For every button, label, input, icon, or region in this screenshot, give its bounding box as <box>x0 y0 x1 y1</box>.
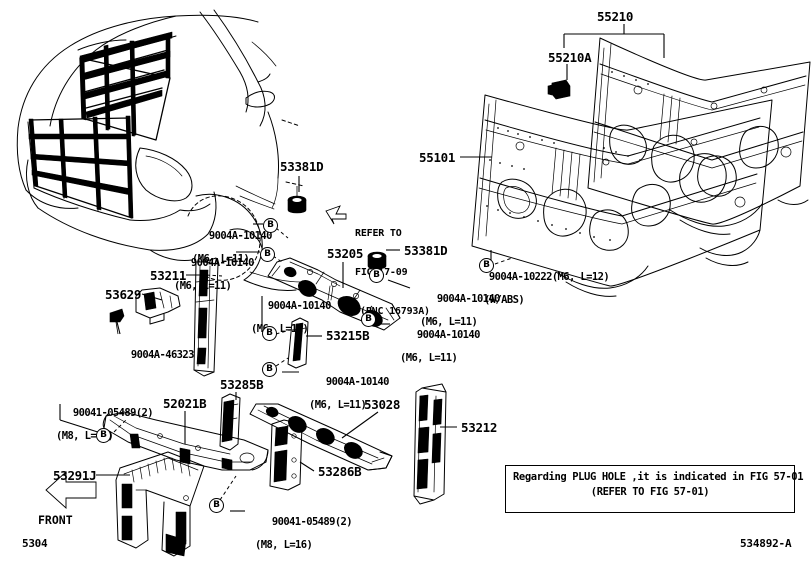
part-53381D-artwork-top <box>287 186 307 214</box>
callout-53028: 53028 <box>364 397 401 412</box>
refer-line2: FIG 17-09 <box>355 267 408 278</box>
part-55210A-artwork <box>547 79 571 100</box>
front-arrow-icon <box>45 470 97 510</box>
bolt-spec: (M8, L=16) <box>255 539 313 552</box>
part-53285B-artwork <box>219 393 241 451</box>
bolt-label-7: 9004A-10140 (M6, L=11) <box>303 365 389 436</box>
bolt-marker-b: B <box>96 428 111 443</box>
bolt-marker-b: B <box>262 362 277 377</box>
callout-53381D-right: 53381D <box>404 243 448 258</box>
plug-hole-note-box: Regarding PLUG HOLE ,it is indicated in … <box>505 465 804 513</box>
bolt-code: 9004A-46323 <box>130 348 195 361</box>
note-line-1: Regarding PLUG HOLE ,it is indicated in … <box>513 471 804 483</box>
bolt-spec: (M6, L=11) <box>420 316 478 329</box>
bolt-label-3: 9004A-46323 <box>108 338 195 373</box>
bolt-code: 9004A-10140 <box>190 256 255 269</box>
front-direction-label: FRONT <box>38 513 73 527</box>
callout-53285B: 53285B <box>220 377 264 392</box>
bolt-marker-b: B <box>369 268 384 283</box>
figure-code-bottom-left: 5304 <box>22 537 48 550</box>
bolt-label-6: 9004A-10140 (M6, L=11) <box>245 289 331 360</box>
bolt-label-1: 9004A-10140 (M6, L=11) <box>186 219 272 290</box>
bolt-marker-b: B <box>479 258 494 273</box>
bolt-spec: (M6, L=11) <box>192 253 250 266</box>
bolt-marker-b: B <box>209 498 224 513</box>
part-53286B-artwork <box>269 419 303 491</box>
refer-arrow-pointer <box>325 205 347 225</box>
callout-52021B: 52021B <box>163 396 207 411</box>
bolt-label-5: 9004A-10140 (M6, L=11) <box>394 318 480 389</box>
vehicle-front-illustration <box>16 9 305 291</box>
parts-diagram-canvas: 53381D 53381D 53205 53211 53629 53215B 5… <box>16 9 811 557</box>
callout-55210A: 55210A <box>548 50 592 65</box>
bolt-code: 9004A-10140 <box>325 375 390 388</box>
callout-55101: 55101 <box>419 150 456 165</box>
part-53211-artwork <box>193 257 219 377</box>
bolt-code: 9004A-10140 <box>416 328 481 341</box>
callout-53215B: 53215B <box>326 328 370 343</box>
abs-bolt-code: 9004A-10222 <box>488 270 553 283</box>
callout-53381D-top: 53381D <box>280 159 324 174</box>
callout-53629: 53629 <box>105 287 142 302</box>
note-line-2: (REFER TO FIG 57-01) <box>590 486 710 498</box>
bolt-spec: (M6, L=11) <box>400 352 458 365</box>
part-9004A-46323-artwork <box>109 308 125 335</box>
callout-53211: 53211 <box>150 268 187 283</box>
abs-bolt-label: 9004A-10222(M6, L=12) (W/ABS) <box>466 260 610 331</box>
bolt-label-2: 9004A-10140 (M6, L=11) <box>168 246 254 317</box>
part-53205-artwork <box>267 257 401 331</box>
part-52021B-artwork <box>102 411 269 471</box>
refer-line3: (PNC 16793A) <box>360 306 430 317</box>
refer-to-note: REFER TO FIG 17-09 (PNC 16793A) <box>355 201 430 344</box>
bolt-code: 9004A-10140 <box>267 299 332 312</box>
figure-code-bottom-right: 534892-A <box>740 537 792 550</box>
bolt-spec: (M6, L=11) <box>309 399 367 412</box>
part-53215B-artwork <box>287 317 309 369</box>
bolt-code: 9004A-10140 <box>436 292 501 305</box>
abs-bolt-spec: (M6, L=12) <box>551 270 610 283</box>
part-53028-artwork <box>249 403 393 471</box>
callout-53212: 53212 <box>461 420 498 435</box>
bolt-marker-b: B <box>260 247 275 262</box>
abs-condition: (W/ABS) <box>484 294 525 307</box>
bolt-code: 90041-05489(2) <box>271 515 353 528</box>
part-55210-artwork <box>587 37 811 235</box>
bolt-marker-b: B <box>263 218 278 233</box>
bolt-marker-b: B <box>262 326 277 341</box>
bolt-code: 90041-05489(2) <box>72 406 154 419</box>
part-53291J-artwork <box>115 451 205 557</box>
bolt-label-9: 90041-05489(2) (M8, L=16) <box>249 505 353 576</box>
callout-53286B: 53286B <box>318 464 362 479</box>
bolt-code: 9004A-10140 <box>208 229 273 242</box>
part-55101-artwork <box>471 94 773 297</box>
bolt-label-4: 9004A-10140 (M6, L=11) <box>414 282 500 353</box>
bolt-marker-b: B <box>361 312 376 327</box>
callout-55210: 55210 <box>597 9 634 24</box>
diagram-artwork <box>16 9 811 557</box>
refer-line1: REFER TO <box>355 228 402 239</box>
bolt-spec: (M6, L=11) <box>174 280 232 293</box>
part-53212-artwork <box>413 383 447 505</box>
leader-lines <box>59 24 665 512</box>
callout-53291J: 53291J <box>53 468 97 483</box>
callout-53205: 53205 <box>327 246 364 261</box>
